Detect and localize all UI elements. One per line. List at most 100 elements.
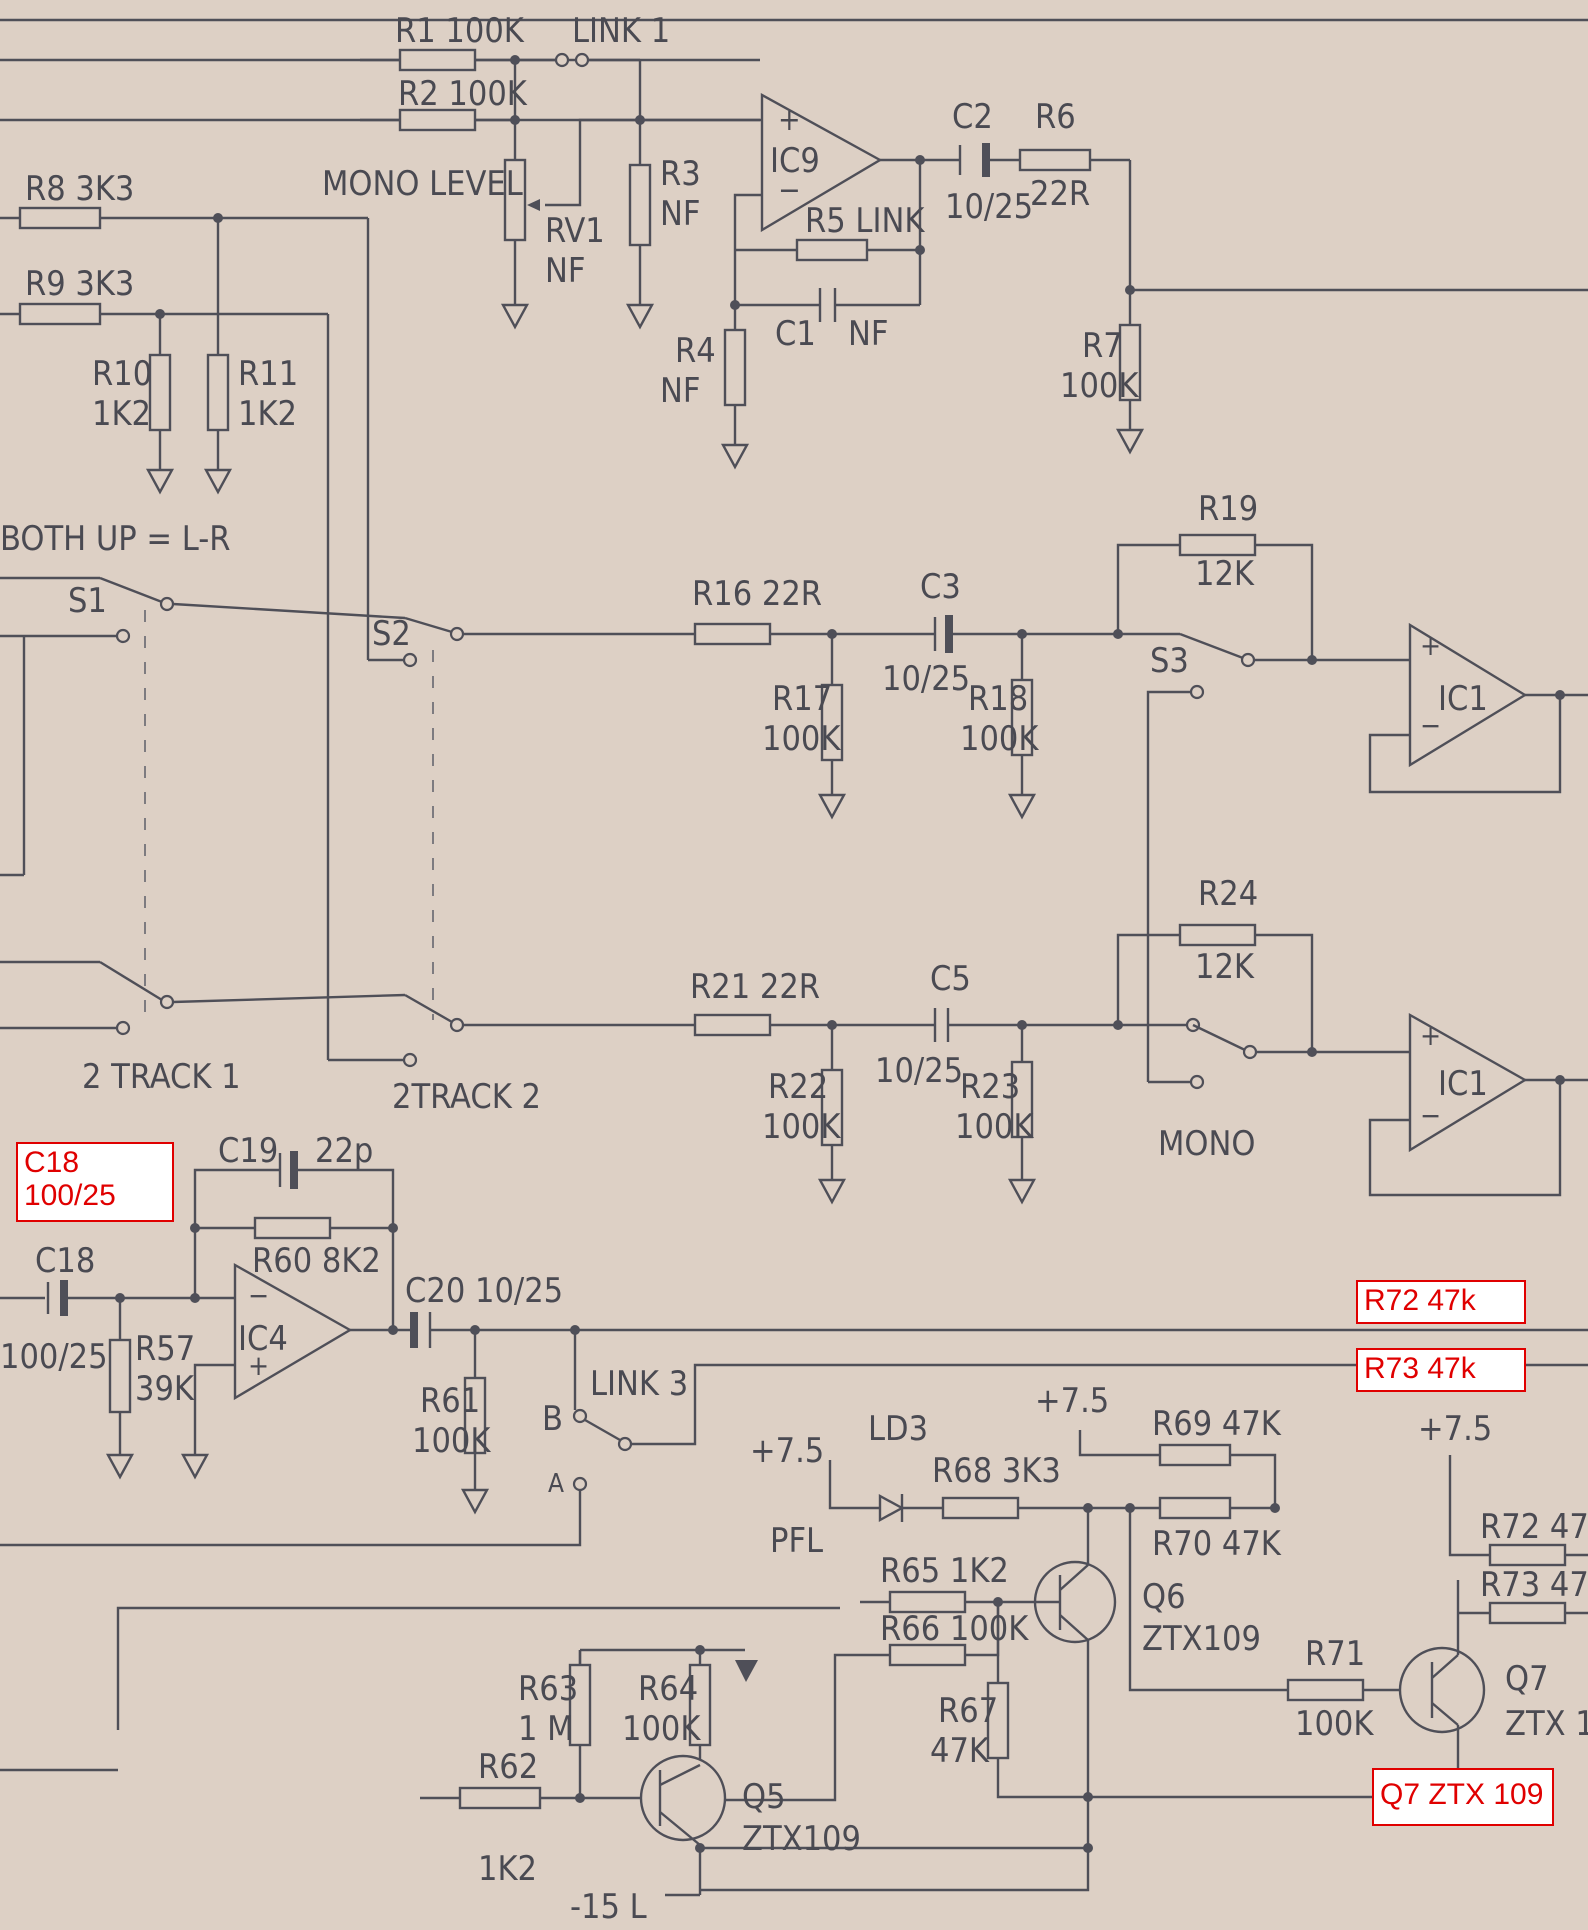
c18-annotation-line2: 100/25 (24, 1179, 116, 1212)
ground-icon (1007, 1178, 1037, 1205)
label-ic1-upper: IC1 (1438, 679, 1488, 719)
mono-level-section: + − (0, 18, 1588, 470)
svg-text:−: − (1420, 1099, 1441, 1132)
ic4-opamp (233, 1262, 353, 1401)
c3-capacitor (945, 615, 953, 653)
r62-resistor (458, 1786, 542, 1810)
label-ic9: IC9 (770, 141, 820, 181)
label-r5: R5 LINK (805, 201, 925, 241)
label-r22-value: 100K (762, 1107, 841, 1147)
label-r64-value: 100K (622, 1709, 701, 1749)
r69-resistor (1158, 1443, 1232, 1467)
label-ic1-lower: IC1 (1438, 1064, 1488, 1104)
label-r73: R73 47 (1480, 1565, 1588, 1605)
label-r2: R2 100K (398, 74, 528, 114)
label-2-track-2: 2TRACK 2 (392, 1077, 541, 1117)
label-r24: R24 (1198, 874, 1258, 914)
label-r66: R66 100K (880, 1609, 1029, 1649)
label-both-up: BOTH UP = L-R (0, 519, 230, 559)
label-r19: R19 (1198, 489, 1258, 529)
label-mono: MONO (1158, 1124, 1255, 1164)
ground-icon (180, 1453, 210, 1480)
r19-resistor (1178, 533, 1257, 557)
label-r57: R57 (135, 1329, 195, 1369)
ic1-opamp-upper (1408, 622, 1528, 768)
label-c5: C5 (930, 959, 971, 999)
r21-resistor (693, 1013, 772, 1037)
ground-icon (720, 443, 750, 470)
ground-icon (203, 468, 233, 495)
label-r60: R60 8K2 (252, 1241, 381, 1281)
r3-resistor (628, 163, 652, 247)
svg-text:−: − (1420, 709, 1441, 742)
label-r68: R68 3K3 (932, 1451, 1061, 1491)
label-s2: S2 (372, 614, 411, 654)
label-neg15: -15 L (570, 1887, 647, 1927)
r8-resistor (18, 206, 102, 230)
label-q7: Q7 (1505, 1659, 1549, 1699)
c2-capacitor (982, 143, 990, 177)
r6-resistor (1018, 148, 1092, 172)
label-r64: R64 (638, 1669, 698, 1709)
label-plus75-b: +7.5 (1035, 1381, 1109, 1421)
label-ld3: LD3 (868, 1409, 928, 1449)
r1-resistor (398, 48, 477, 72)
c18-capacitor (60, 1280, 68, 1316)
label-r7: R7 (1082, 326, 1123, 366)
c18-annotation: C18 100/25 (16, 1142, 174, 1222)
input-dividers (0, 206, 370, 1060)
r16-resistor (693, 622, 772, 646)
label-q5-type: ZTX109 (742, 1819, 861, 1859)
svg-text:−: − (778, 173, 801, 208)
label-r19-value: 12K (1195, 554, 1255, 594)
label-rv1: RV1 (545, 211, 605, 251)
label-ic4: IC4 (238, 1319, 288, 1359)
ground-icon (625, 303, 655, 330)
r68-resistor (941, 1496, 1020, 1520)
label-r3-value: NF (660, 194, 700, 234)
label-r63: R63 (518, 1669, 578, 1709)
label-r16: R16 22R (692, 574, 822, 614)
label-r4-value: NF (660, 371, 700, 411)
label-r7-value: 100K (1060, 366, 1139, 406)
component-labels: R1 100K LINK 1 R2 100K MONO LEVEL RV1 NF… (0, 11, 1588, 1927)
label-rv1-value: NF (545, 251, 585, 291)
label-r1: R1 100K (395, 11, 525, 51)
ground-icon (1007, 793, 1037, 820)
c19-capacitor (290, 1151, 298, 1189)
label-q6: Q6 (1142, 1577, 1186, 1617)
label-r3: R3 (660, 154, 701, 194)
label-r17: R17 (772, 679, 832, 719)
label-r62-value: 1K2 (478, 1849, 537, 1889)
label-r71: R71 (1305, 1634, 1365, 1674)
ground-icon (145, 468, 175, 495)
label-q5: Q5 (742, 1777, 786, 1817)
svg-text:+: + (248, 1349, 269, 1382)
pfl-section (0, 1430, 1588, 1897)
label-r23: R23 (960, 1067, 1020, 1107)
label-s3: S3 (1150, 641, 1189, 681)
r73-resistor (1488, 1601, 1567, 1625)
r73-annotation: R73 47k (1356, 1348, 1526, 1392)
c18-annotation-line1: C18 (24, 1146, 80, 1179)
r11-resistor (206, 353, 230, 432)
r24-resistor (1178, 923, 1257, 947)
label-r57-value: 39K (135, 1369, 195, 1409)
label-r63-value: 1 M (518, 1709, 574, 1749)
label-r23-value: 100K (955, 1107, 1034, 1147)
label-c20: C20 10/25 (405, 1271, 563, 1311)
label-pfl: PFL (770, 1521, 823, 1561)
label-r8: R8 3K3 (25, 169, 134, 209)
switch-section: + − (0, 533, 1588, 1205)
label-r69: R69 47K (1152, 1404, 1282, 1444)
label-r22: R22 (768, 1067, 828, 1107)
label-r10-value: 1K2 (92, 394, 151, 434)
label-mono-level: MONO LEVEL (322, 164, 523, 204)
label-link3: LINK 3 (590, 1364, 688, 1404)
r5-resistor (795, 238, 869, 262)
ground-icon (817, 793, 847, 820)
label-s1: S1 (68, 581, 107, 621)
ic9-opamp (760, 92, 883, 233)
